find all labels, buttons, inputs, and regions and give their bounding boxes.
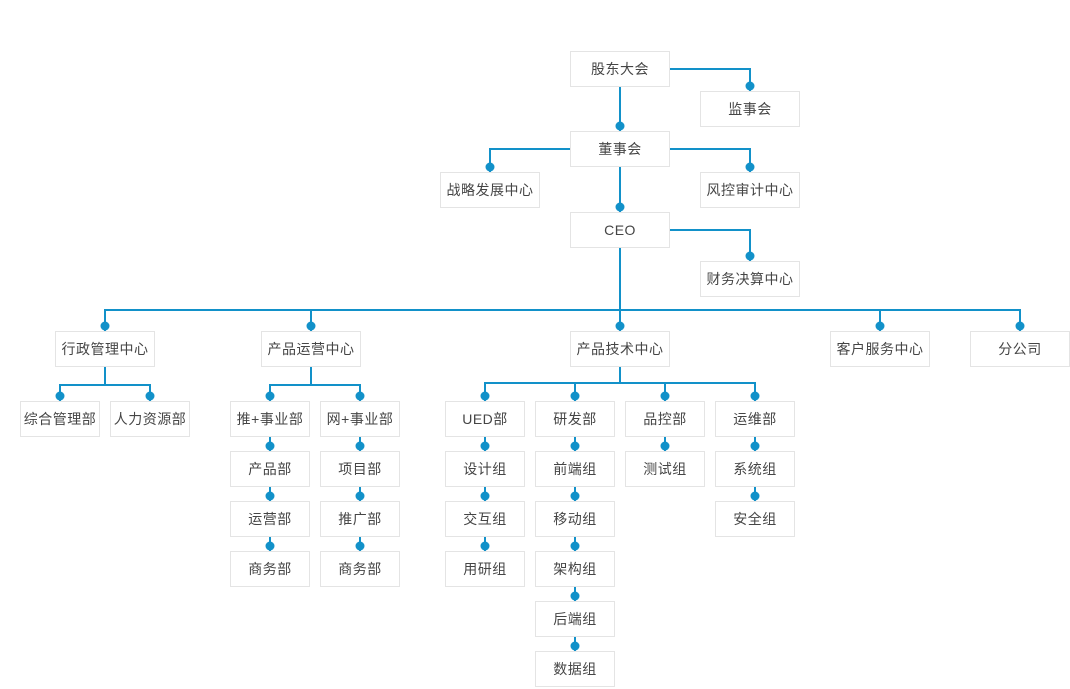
org-node-label: 运营部 bbox=[248, 511, 292, 527]
org-node-label: 移动组 bbox=[553, 511, 597, 527]
org-node-project-dept: 项目部 bbox=[320, 451, 400, 487]
org-node-promotion-dept: 推广部 bbox=[320, 501, 400, 537]
org-node-product-dept: 产品部 bbox=[230, 451, 310, 487]
org-node-label: 设计组 bbox=[463, 461, 507, 477]
org-node-label: 财务决算中心 bbox=[706, 271, 794, 287]
org-node-label: CEO bbox=[604, 222, 636, 238]
org-node-shareholders-meeting: 股东大会 bbox=[570, 51, 670, 87]
org-node-label: 客户服务中心 bbox=[836, 341, 924, 357]
org-node-label: 商务部 bbox=[338, 561, 382, 577]
org-node-design-group: 设计组 bbox=[445, 451, 525, 487]
org-node-board-of-directors: 董事会 bbox=[570, 131, 670, 167]
org-node-label: 产品技术中心 bbox=[576, 341, 664, 357]
org-node-label: 董事会 bbox=[598, 141, 642, 157]
org-node-admin-center: 行政管理中心 bbox=[55, 331, 155, 367]
org-node-label: UED部 bbox=[462, 411, 508, 427]
org-node-label: 前端组 bbox=[553, 461, 597, 477]
org-node-label: 数据组 bbox=[553, 661, 597, 677]
org-node-frontend-group: 前端组 bbox=[535, 451, 615, 487]
org-node-ued-dept: UED部 bbox=[445, 401, 525, 437]
org-node-label: 交互组 bbox=[463, 511, 507, 527]
org-node-label: 架构组 bbox=[553, 561, 597, 577]
org-node-label: 系统组 bbox=[733, 461, 777, 477]
org-node-label: 风控审计中心 bbox=[706, 182, 794, 198]
org-node-label: 监事会 bbox=[728, 101, 772, 117]
org-node-supervisory-board: 监事会 bbox=[700, 91, 800, 127]
org-node-finance-center: 财务决算中心 bbox=[700, 261, 800, 297]
org-node-qc-dept: 品控部 bbox=[625, 401, 705, 437]
org-node-user-research-group: 用研组 bbox=[445, 551, 525, 587]
org-node-label: 项目部 bbox=[338, 461, 382, 477]
org-node-system-group: 系统组 bbox=[715, 451, 795, 487]
org-node-label: 产品运营中心 bbox=[267, 341, 355, 357]
org-node-label: 网+事业部 bbox=[326, 411, 394, 427]
org-node-label: 后端组 bbox=[553, 611, 597, 627]
org-node-label: 产品部 bbox=[248, 461, 292, 477]
org-node-label: 安全组 bbox=[733, 511, 777, 527]
org-node-product-tech-center: 产品技术中心 bbox=[570, 331, 670, 367]
org-node-ceo: CEO bbox=[570, 212, 670, 248]
org-node-label: 战略发展中心 bbox=[446, 182, 534, 198]
org-node-architecture-group: 架构组 bbox=[535, 551, 615, 587]
org-node-strategy-center: 战略发展中心 bbox=[440, 172, 540, 208]
org-node-rd-dept: 研发部 bbox=[535, 401, 615, 437]
org-node-risk-audit-center: 风控审计中心 bbox=[700, 172, 800, 208]
org-node-label: 推广部 bbox=[338, 511, 382, 527]
org-node-testing-group: 测试组 bbox=[625, 451, 705, 487]
org-node-mobile-group: 移动组 bbox=[535, 501, 615, 537]
org-node-label: 综合管理部 bbox=[23, 411, 97, 427]
org-node-security-group: 安全组 bbox=[715, 501, 795, 537]
org-node-label: 股东大会 bbox=[591, 61, 649, 77]
org-node-label: 品控部 bbox=[643, 411, 687, 427]
org-node-data-group: 数据组 bbox=[535, 651, 615, 687]
org-node-label: 运维部 bbox=[733, 411, 777, 427]
org-node-label: 推+事业部 bbox=[236, 411, 304, 427]
org-node-label: 商务部 bbox=[248, 561, 292, 577]
org-node-label: 分公司 bbox=[998, 341, 1042, 357]
org-node-business-dept-1: 商务部 bbox=[230, 551, 310, 587]
org-node-customer-service-center: 客户服务中心 bbox=[830, 331, 930, 367]
org-node-backend-group: 后端组 bbox=[535, 601, 615, 637]
org-node-label: 用研组 bbox=[463, 561, 507, 577]
org-node-label: 人力资源部 bbox=[113, 411, 187, 427]
org-node-general-management-dept: 综合管理部 bbox=[20, 401, 100, 437]
org-node-label: 测试组 bbox=[643, 461, 687, 477]
org-node-label: 研发部 bbox=[553, 411, 597, 427]
org-node-ops-dept: 运维部 bbox=[715, 401, 795, 437]
org-node-label: 行政管理中心 bbox=[61, 341, 149, 357]
org-node-interaction-group: 交互组 bbox=[445, 501, 525, 537]
org-node-product-operations-center: 产品运营中心 bbox=[261, 331, 361, 367]
org-node-wang-business-unit: 网+事业部 bbox=[320, 401, 400, 437]
org-node-operations-dept: 运营部 bbox=[230, 501, 310, 537]
org-node-business-dept-2: 商务部 bbox=[320, 551, 400, 587]
org-node-hr-dept: 人力资源部 bbox=[110, 401, 190, 437]
org-node-branch-company: 分公司 bbox=[970, 331, 1070, 367]
org-node-tui-business-unit: 推+事业部 bbox=[230, 401, 310, 437]
